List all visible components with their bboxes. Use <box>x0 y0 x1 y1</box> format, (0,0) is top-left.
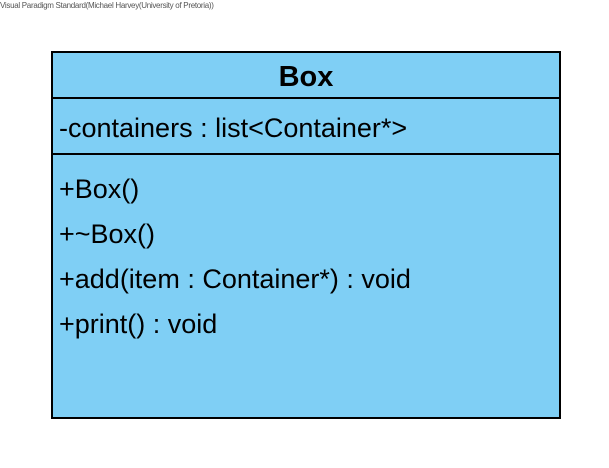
operation-destructor: +~Box() <box>59 219 156 249</box>
attributes-compartment: -containers : list<Container*> <box>53 99 559 155</box>
uml-class-box[interactable]: Box -containers : list<Container*> +Box(… <box>51 51 561 419</box>
class-name: Box <box>53 53 559 99</box>
watermark-text: Visual Paradigm Standard(Michael Harvey(… <box>0 1 214 10</box>
operation-print: +print() : void <box>59 309 218 339</box>
attribute-containers: -containers : list<Container*> <box>59 113 408 143</box>
operation-constructor: +Box() <box>59 174 140 204</box>
operations-compartment: +Box() +~Box() +add(item : Container*) :… <box>53 155 559 347</box>
operation-add: +add(item : Container*) : void <box>59 264 411 294</box>
